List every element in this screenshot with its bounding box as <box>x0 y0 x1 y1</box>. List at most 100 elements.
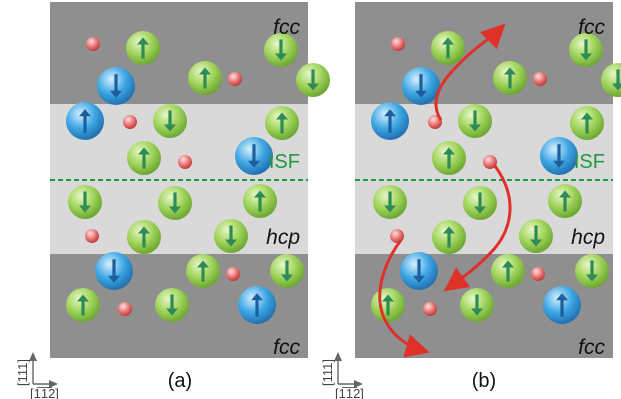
green-atom <box>493 61 527 95</box>
red-atom <box>123 115 137 129</box>
green-atom <box>460 288 494 322</box>
green-atom <box>127 141 161 175</box>
spin-arrowhead <box>471 308 483 316</box>
panel-b: fcc ISF hcp fcc <box>355 2 621 359</box>
spin-arrowhead <box>110 90 122 98</box>
spin-arrowhead <box>138 226 150 234</box>
spin-arrowhead <box>612 83 621 91</box>
blue-atom <box>540 137 578 175</box>
green-atom <box>127 220 161 254</box>
spin-arrowhead <box>443 226 455 234</box>
green-atom <box>214 219 248 253</box>
green-atom <box>155 288 189 322</box>
red-atom <box>226 267 240 281</box>
label-hcp: hcp <box>571 226 605 249</box>
green-atom <box>373 185 407 219</box>
green-atom <box>601 63 621 97</box>
atoms <box>371 31 621 324</box>
blue-atom <box>95 252 133 290</box>
spin-arrowhead <box>307 83 319 91</box>
green-atom <box>519 219 553 253</box>
spin-arrowhead <box>586 274 598 282</box>
spin-arrowhead <box>469 124 481 132</box>
blue-atom <box>66 102 104 140</box>
green-atom <box>570 106 604 140</box>
label-hcp: hcp <box>266 226 300 249</box>
axis-vertical-label: [111] <box>15 359 30 386</box>
blue-atom <box>238 286 276 324</box>
label-fcc-bottom: fcc <box>578 336 605 359</box>
axis-horizontal-head <box>354 380 363 388</box>
green-atom <box>264 33 298 67</box>
caption-a: (a) <box>168 370 192 392</box>
label-fcc-bottom: fcc <box>273 336 300 359</box>
axis-horizontal-head <box>49 380 58 388</box>
red-atom <box>228 72 242 86</box>
blue-atom <box>543 286 581 324</box>
diffusion-arrow-up <box>434 23 506 121</box>
green-atom <box>575 254 609 288</box>
green-atom <box>158 186 192 220</box>
red-atom <box>178 155 192 169</box>
label-fcc-top: fcc <box>273 16 300 39</box>
spin-arrowhead <box>415 90 427 98</box>
red-atom <box>531 267 545 281</box>
spin-arrowhead <box>166 308 178 316</box>
spin-arrowhead <box>556 293 568 301</box>
label-isf: ISF <box>269 151 300 173</box>
blue-atom <box>402 67 440 105</box>
axis-horizontal-label: [1̅1̅2] <box>335 386 364 399</box>
spin-arrowhead <box>276 112 288 120</box>
axis-vertical-head <box>29 352 37 361</box>
spin-arrowhead <box>581 112 593 120</box>
green-atom <box>296 63 330 97</box>
spin-arrowhead <box>281 274 293 282</box>
spin-arrowhead <box>169 206 181 214</box>
red-atom <box>390 229 404 243</box>
diffusion-paths <box>378 23 512 358</box>
spin-arrowhead <box>137 37 149 45</box>
red-atom <box>85 229 99 243</box>
axis-vertical-label: [111] <box>320 359 335 386</box>
red-atom <box>391 37 405 51</box>
spin-arrowhead <box>384 205 396 213</box>
green-atom <box>66 288 100 322</box>
red-atom <box>423 302 437 316</box>
spin-arrowhead <box>502 260 514 268</box>
spin-arrowhead <box>199 67 211 75</box>
diffusion-arrow-down <box>443 165 512 292</box>
axis-vertical-head <box>334 352 342 361</box>
blue-atom <box>371 102 409 140</box>
blue-atom <box>97 67 135 105</box>
red-atom <box>533 72 547 86</box>
green-atom <box>265 106 299 140</box>
label-fcc-top: fcc <box>578 16 605 39</box>
green-atom <box>371 288 405 322</box>
spin-arrowhead <box>79 205 91 213</box>
spin-arrowhead <box>443 147 455 155</box>
spin-arrowhead <box>413 275 425 283</box>
green-atom <box>243 184 277 218</box>
spin-arrowhead <box>138 147 150 155</box>
green-atom <box>548 184 582 218</box>
axis-indicator-b: [111] [1̅1̅2] <box>320 352 364 399</box>
green-atom <box>153 104 187 138</box>
spin-arrowhead <box>384 109 396 117</box>
spin-arrowhead <box>474 206 486 214</box>
green-atom <box>126 31 160 65</box>
spin-arrowhead <box>442 37 454 45</box>
blue-atom <box>235 137 273 175</box>
spin-arrowhead <box>79 109 91 117</box>
red-atom <box>86 37 100 51</box>
spin-arrowhead <box>580 53 592 61</box>
spin-arrowhead <box>275 53 287 61</box>
atoms <box>66 31 330 324</box>
spin-arrowhead <box>254 190 266 198</box>
spin-arrowhead <box>248 160 260 168</box>
caption-b: (b) <box>472 370 496 392</box>
green-atom <box>188 61 222 95</box>
green-atom <box>431 31 465 65</box>
diffusion-arrow-bottom <box>378 239 430 358</box>
spin-arrowhead <box>382 294 394 302</box>
